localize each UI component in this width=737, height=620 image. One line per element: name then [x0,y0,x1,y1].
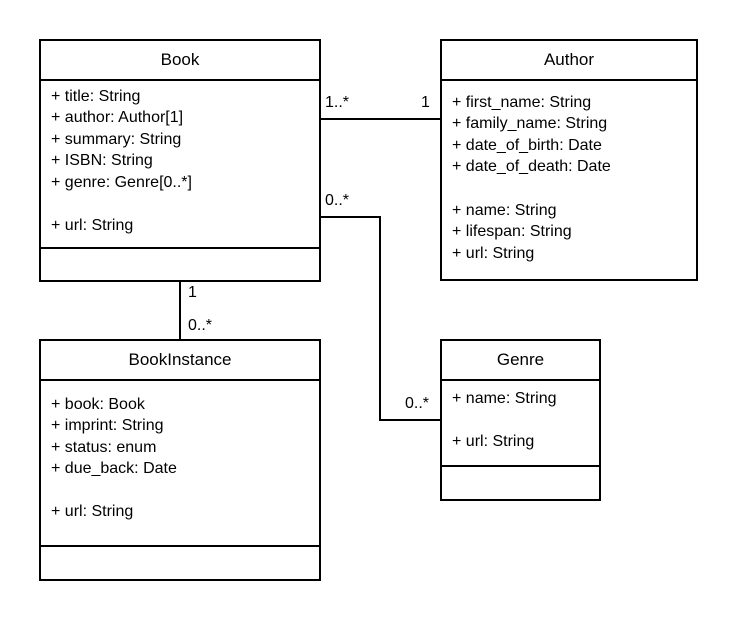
book-operations [41,247,319,280]
attribute: + lifespan: String [452,223,572,240]
book-class: Book + title: String + author: Author[1]… [39,39,321,282]
book-attributes: + title: String + author: Author[1] + su… [41,79,319,249]
attribute: + date_of_birth: Date [452,137,602,154]
attribute: + date_of_death: Date [452,158,611,175]
attribute: + name: String [452,202,557,219]
attribute: + summary: String [51,131,182,148]
attribute: + author: Author[1] [51,109,184,126]
bookinstance-class: BookInstance + book: Book + imprint: Str… [39,339,321,581]
book-class-name: Book [41,41,319,81]
attribute: + status: enum [51,439,157,456]
attribute: + url: String [51,503,134,520]
author-class-name: Author [442,41,696,81]
multiplicity-book-instance-instance-end: 0..* [188,317,213,334]
attribute: + ISBN: String [51,152,153,169]
multiplicity-book-author-author-end: 1 [421,94,430,111]
genre-class: Genre + name: String + url: String [440,339,601,501]
genre-class-name: Genre [442,341,599,381]
attribute: + url: String [51,217,134,234]
genre-operations [442,465,599,499]
genre-attributes: + name: String + url: String [442,379,599,467]
attribute: + genre: Genre[0..*] [51,174,192,191]
multiplicity-book-genre-genre-end: 0..* [405,395,430,412]
bookinstance-class-name: BookInstance [41,341,319,381]
multiplicity-book-instance-book-end: 1 [188,284,197,301]
book-genre-association [320,216,441,421]
attribute: + first_name: String [452,94,592,111]
bookinstance-attributes: + book: Book + imprint: String + status:… [41,379,319,547]
attribute: + due_back: Date [51,460,177,477]
bookinstance-operations [41,545,319,579]
author-attributes: + first_name: String + family_name: Stri… [442,79,696,279]
attribute: + title: String [51,88,141,105]
multiplicity-book-author-book-end: 1..* [325,94,350,111]
attribute: + family_name: String [452,115,608,132]
attribute: + url: String [452,245,535,262]
attribute: + name: String [452,390,557,407]
attribute: + url: String [452,433,535,450]
attribute: + imprint: String [51,417,164,434]
attribute: + book: Book [51,396,145,413]
multiplicity-book-genre-book-end: 0..* [325,192,350,209]
author-class: Author + first_name: String + family_nam… [440,39,698,281]
